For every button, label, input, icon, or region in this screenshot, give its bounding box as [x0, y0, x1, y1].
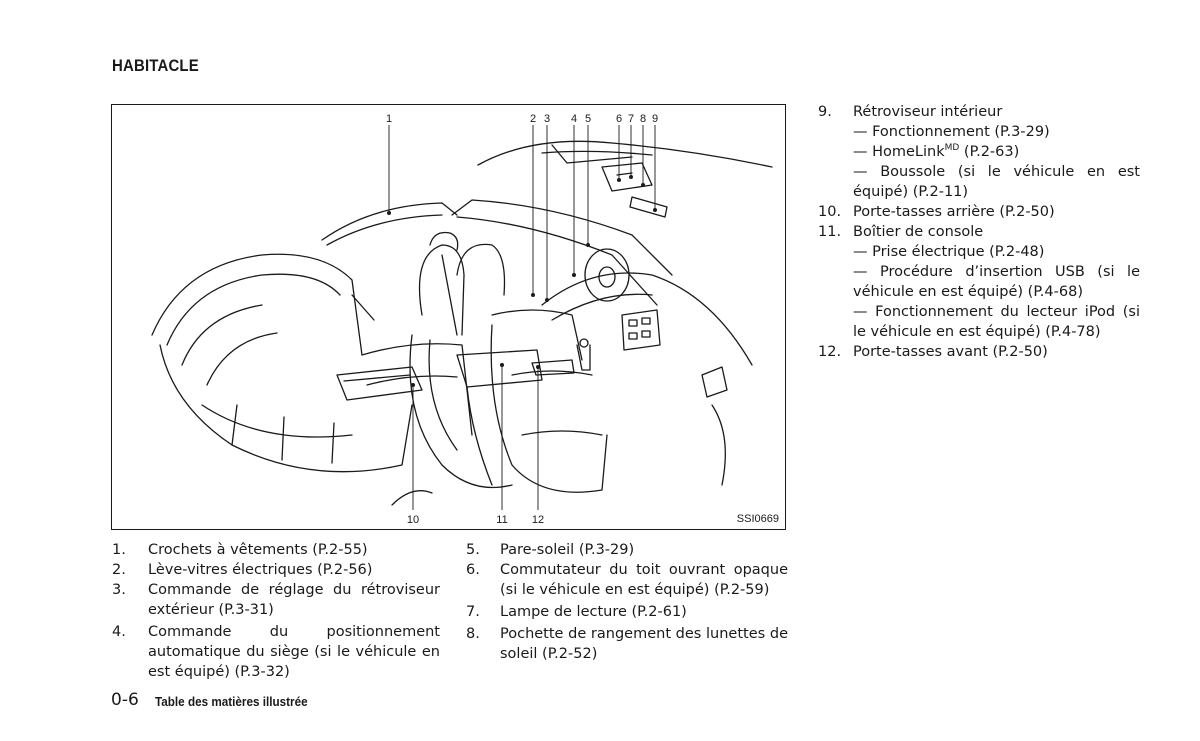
list-item: 4. Commande du positionnement automatiqu… [112, 622, 440, 682]
list-item: 1. Crochets à vêtements (P.2-55) [112, 540, 440, 560]
callout-label: 4 [571, 113, 577, 125]
item-number: 12. [818, 344, 842, 360]
list-item: 6. Commutateur du toit ouvrant opaque (s… [466, 560, 788, 600]
sub-item-text: (P.2-63) [959, 144, 1020, 160]
callout-label: 12 [532, 514, 544, 526]
list-item: 10. Porte-tasses arrière (P.2-50) [818, 202, 1140, 222]
item-text: Lève-vitres électriques (P.2-56) [148, 562, 373, 578]
item-text: Porte-tasses arrière (P.2-50) [853, 204, 1055, 220]
item-number: 1. [112, 542, 126, 558]
car-interior-drawing: 1 2 3 4 5 6 7 8 9 10 11 12 [151, 113, 773, 526]
item-text: Boîtier de console — Prise électrique (P… [853, 222, 1140, 342]
item-text: Porte-tasses avant (P.2-50) [853, 344, 1048, 360]
item-title: Boîtier de console [853, 224, 984, 240]
item-number: 10. [818, 204, 842, 220]
list-item: 7. Lampe de lecture (P.2-61) [466, 602, 788, 622]
figure-code: SSI0669 [736, 513, 779, 525]
list-item: 2. Lève-vitres électriques (P.2-56) [112, 560, 440, 580]
item-number: 7. [466, 604, 480, 620]
item-number: 5. [466, 542, 480, 558]
list-item: 5. Pare-soleil (P.3-29) [466, 540, 788, 560]
callout-label: 8 [640, 113, 646, 125]
page-number: 0-6 [111, 690, 139, 710]
sub-item: — Boussole (si le véhicule en est équipé… [853, 164, 1140, 200]
item-text: Pare-soleil (P.3-29) [500, 542, 635, 558]
interior-illustration: 1 2 3 4 5 6 7 8 9 10 11 12 SSI0669 [111, 104, 786, 530]
callout-label: 5 [585, 113, 591, 125]
item-number: 8. [466, 626, 480, 642]
list-item: 3. Commande de réglage du rétroviseur ex… [112, 580, 440, 620]
item-text: Commande du positionnement automatique d… [148, 624, 440, 680]
item-text: Pochette de rangement des lunettes de so… [500, 626, 788, 662]
item-number: 11. [818, 224, 842, 240]
item-text: Commutateur du toit ouvrant opaque (si l… [500, 562, 788, 598]
callout-label: 6 [616, 113, 622, 125]
callout-label: 9 [652, 113, 658, 125]
footer-title: Table des matières illustrée [155, 694, 308, 709]
item-text: Crochets à vêtements (P.2-55) [148, 542, 368, 558]
trademark-superscript: MD [944, 143, 960, 154]
item-text: Rétroviseur intérieur — Fonctionnement (… [853, 102, 1140, 202]
sub-item: — Fonctionnement du lecteur iPod (si le … [853, 304, 1140, 340]
item-title: Rétroviseur intérieur [853, 104, 1003, 120]
sub-item: — Procédure d’insertion USB (si le véhic… [853, 264, 1140, 300]
item-number: 3. [112, 582, 126, 598]
callout-label: 11 [496, 514, 507, 526]
item-number: 2. [112, 562, 126, 578]
legend-list-left: 1. Crochets à vêtements (P.2-55) 2. Lève… [112, 540, 440, 682]
legend-list-middle: 5. Pare-soleil (P.3-29) 6. Commutateur d… [466, 540, 788, 664]
list-item: 9. Rétroviseur intérieur — Fonctionnemen… [818, 102, 1140, 202]
list-item: 11. Boîtier de console — Prise électriqu… [818, 222, 1140, 342]
item-number: 4. [112, 624, 126, 640]
list-item: 12. Porte-tasses avant (P.2-50) [818, 342, 1140, 362]
legend-list-right: 9. Rétroviseur intérieur — Fonctionnemen… [818, 102, 1140, 362]
callout-label: 1 [386, 113, 392, 125]
item-number: 9. [818, 104, 832, 120]
item-number: 6. [466, 562, 480, 578]
callout-label: 3 [544, 113, 550, 125]
item-text: Commande de réglage du rétroviseur extér… [148, 582, 440, 618]
list-item: 8. Pochette de rangement des lunettes de… [466, 624, 788, 664]
sub-item-homelink: — HomeLinkMD (P.2-63) [853, 142, 1140, 162]
sub-item: — Fonctionnement (P.3-29) [853, 124, 1050, 140]
section-title: HABITACLE [112, 56, 199, 75]
callout-label: 7 [628, 113, 634, 125]
sub-item-text: — HomeLink [853, 144, 945, 160]
callout-label: 2 [530, 113, 536, 125]
item-text: Lampe de lecture (P.2-61) [500, 604, 687, 620]
sub-item: — Prise électrique (P.2-48) [853, 244, 1045, 260]
callout-label: 10 [407, 514, 419, 526]
